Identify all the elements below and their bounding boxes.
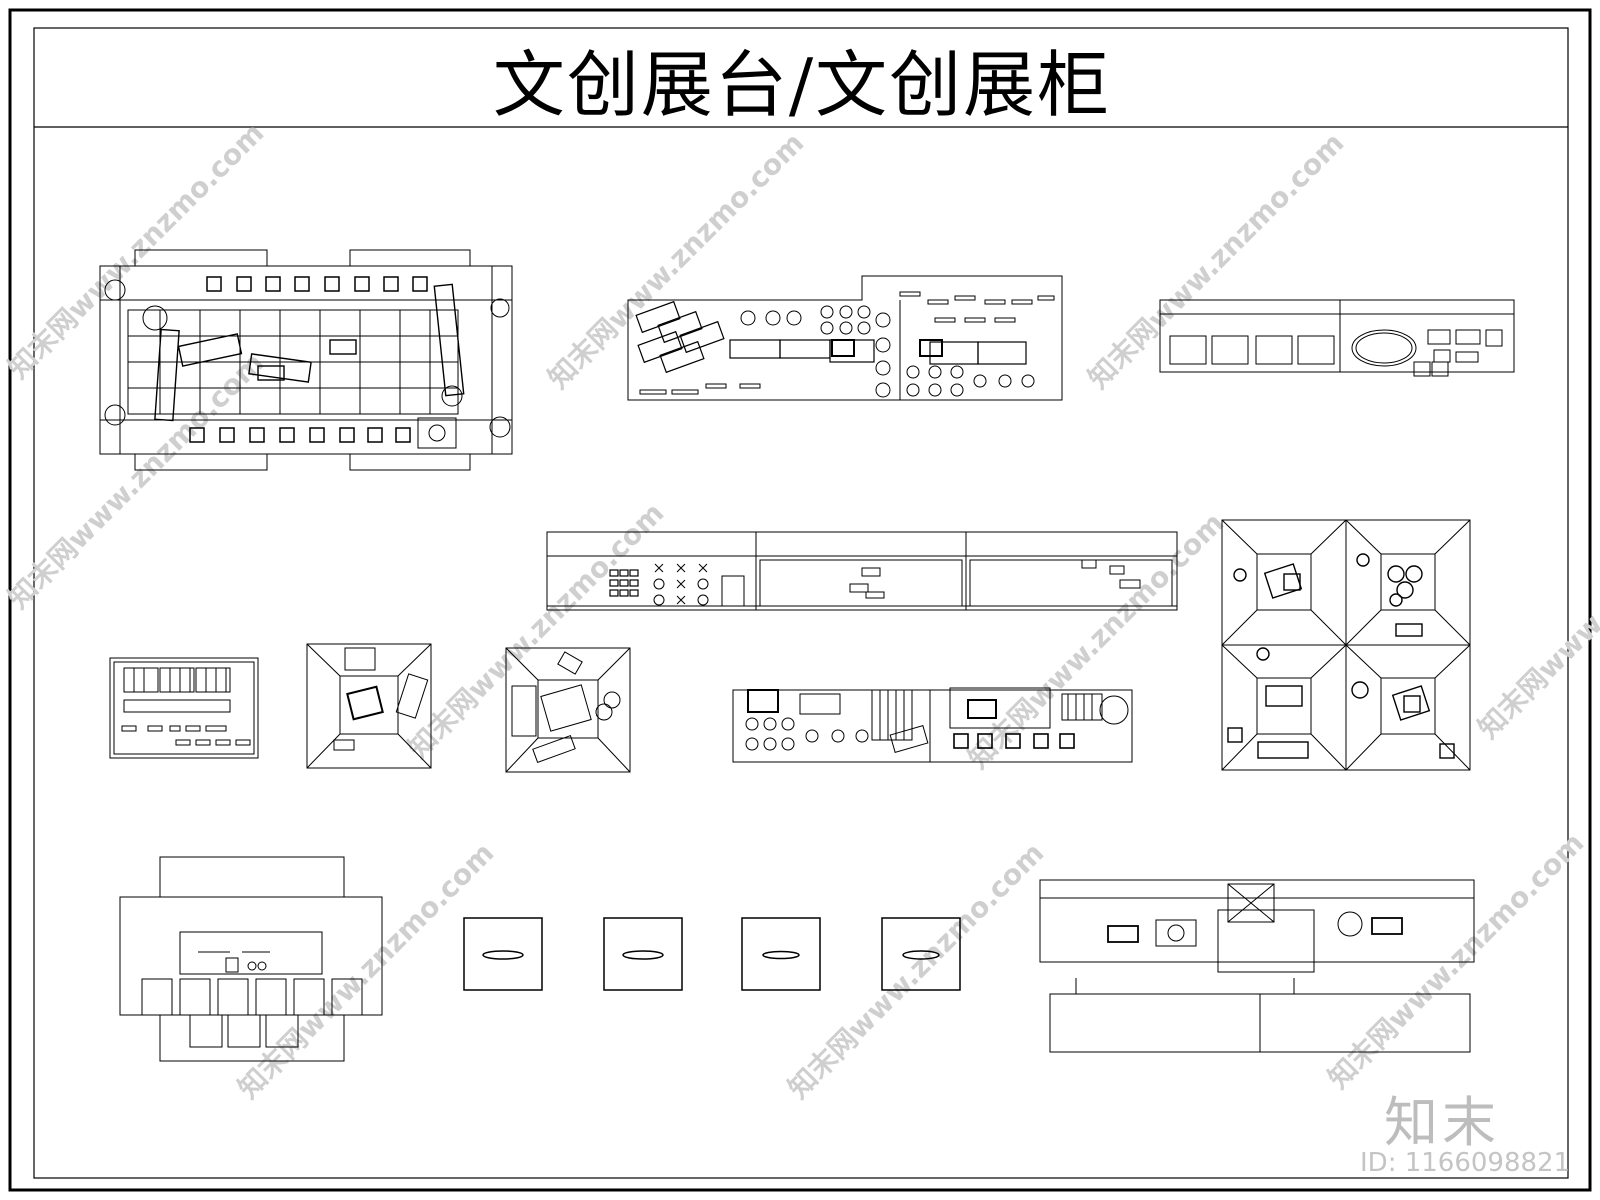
- page-title: 文创展台/文创展柜: [492, 42, 1112, 127]
- watermark-text: 知末网www.znzmo.com: [232, 836, 501, 1105]
- plan-long-shelves: [546, 531, 1178, 611]
- plan-large-booth: [99, 249, 513, 471]
- watermark-text: 知末网www.znzmo.com: [2, 346, 271, 615]
- watermark-text: 知末网www.znzmo.com: [2, 116, 271, 385]
- watermark-stripes: 知末网www.znzmo.com 知末网www.znzmo.com 知末网www…: [2, 116, 1600, 1105]
- plan-stepped-booth: [627, 275, 1063, 401]
- plan-long-counter: [1159, 299, 1515, 377]
- watermark-text: 知末网www.znzmo.com: [542, 126, 811, 395]
- sheet-frame: [8, 8, 1592, 1192]
- watermark-text: 知末网www.znzmo.com: [962, 506, 1231, 775]
- plan-small-cabinet: [109, 657, 259, 759]
- watermark-text: 知末网www.znzmo.com: [782, 836, 1051, 1105]
- plan-pavilion-counter: [1039, 879, 1475, 1053]
- plan-plinths: [463, 917, 961, 991]
- watermark-text: 知末网www.znzmo.com: [1082, 126, 1351, 395]
- watermark-id: ID: 1166098821: [1360, 1148, 1571, 1178]
- watermark-text: 知末网www.znzmo.com: [1322, 826, 1591, 1095]
- plan-square-booth-2: [505, 647, 631, 773]
- plan-stepped-booth-lower: [732, 687, 1133, 763]
- plan-square-booth-1: [306, 643, 432, 769]
- watermark-logo: 知末: [1384, 1091, 1500, 1154]
- plan-cross-booth: [119, 856, 383, 1062]
- plan-quad-booths: [1221, 519, 1471, 771]
- watermark-text: 知末网www.znzmo.com: [1472, 476, 1600, 745]
